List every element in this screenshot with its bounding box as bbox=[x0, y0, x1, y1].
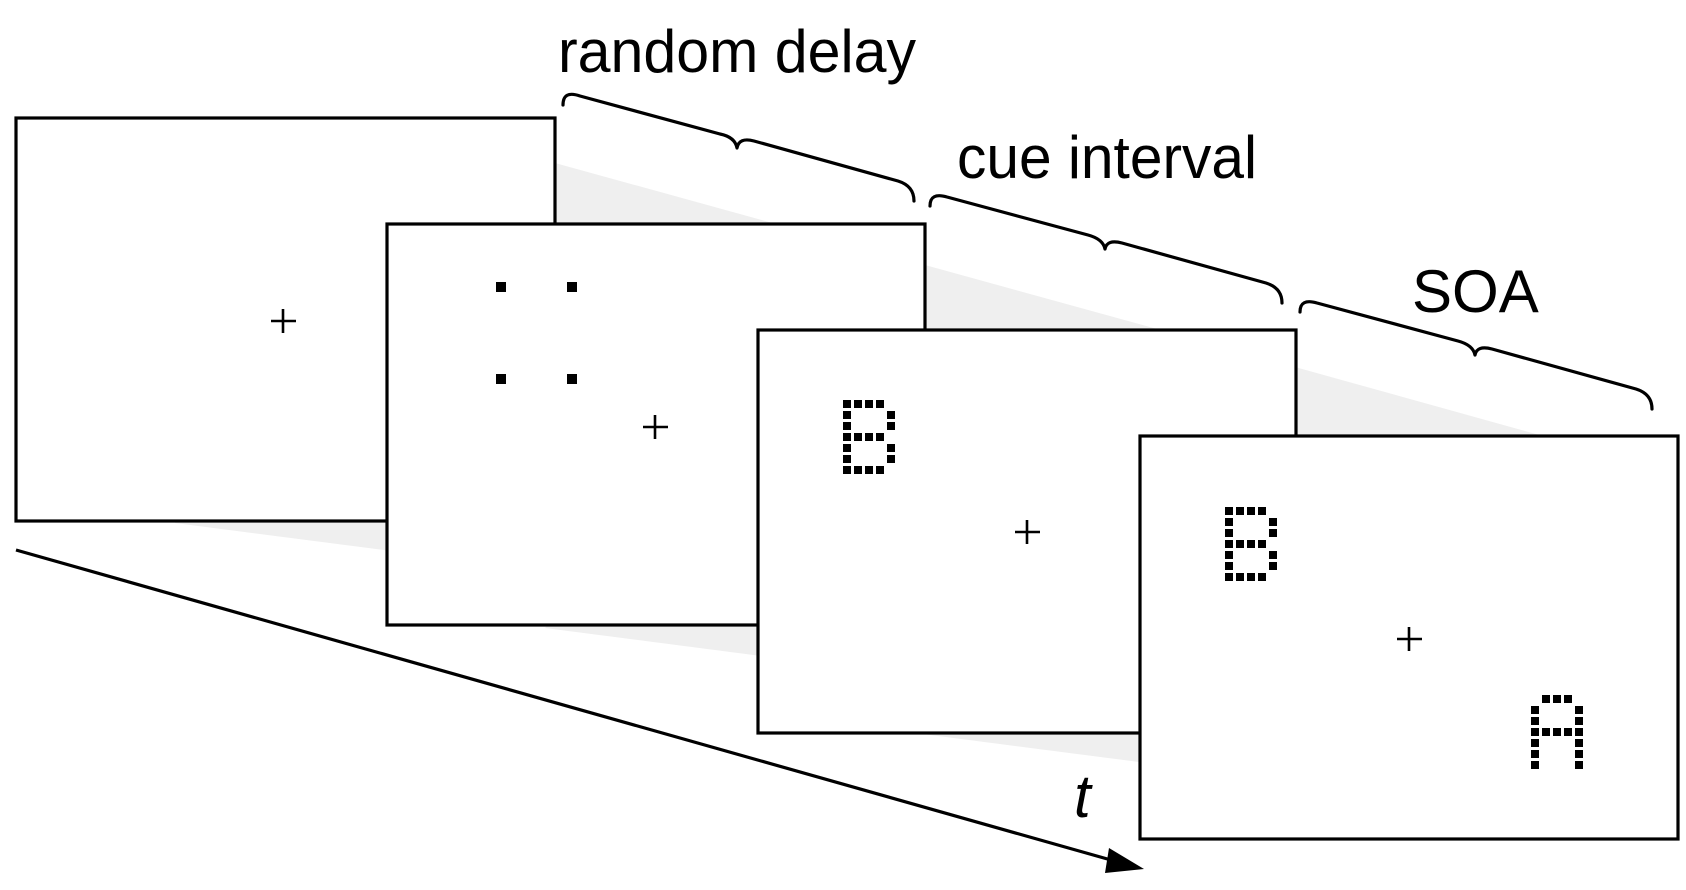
fixation-cross bbox=[1397, 627, 1422, 651]
letter-pixel bbox=[1225, 518, 1233, 526]
letter-b-second bbox=[1225, 507, 1277, 581]
letter-pixel bbox=[1531, 750, 1539, 758]
letter-pixel bbox=[1564, 695, 1572, 703]
soa-label: SOA bbox=[1412, 258, 1539, 325]
letter-pixel bbox=[1269, 562, 1277, 570]
letter-pixel bbox=[887, 455, 895, 463]
letter-pixel bbox=[876, 433, 884, 441]
letter-pixel bbox=[1225, 551, 1233, 559]
cue-interval-label: cue interval bbox=[957, 124, 1257, 191]
letter-pixel bbox=[1575, 728, 1583, 736]
letter-pixel bbox=[1236, 573, 1244, 581]
soa-brace bbox=[1298, 300, 1654, 411]
letter-pixel bbox=[887, 444, 895, 452]
letter-pixel bbox=[1236, 507, 1244, 515]
random-delay-brace bbox=[561, 92, 916, 203]
letter-pixel bbox=[843, 433, 851, 441]
letter-pixel bbox=[1225, 540, 1233, 548]
letter-pixel bbox=[887, 422, 895, 430]
fixation-cross bbox=[643, 415, 668, 439]
letter-pixel bbox=[843, 400, 851, 408]
cue-interval-brace bbox=[928, 194, 1284, 305]
letter-pixel bbox=[1269, 529, 1277, 537]
letter-pixel bbox=[1225, 507, 1233, 515]
fixation-cross bbox=[271, 309, 296, 333]
fixation-cross bbox=[1015, 520, 1040, 544]
letter-pixel bbox=[1542, 728, 1550, 736]
letter-pixel bbox=[1269, 551, 1277, 559]
letter-pixel bbox=[1531, 739, 1539, 747]
letter-pixel bbox=[1236, 540, 1244, 548]
letter-pixel bbox=[843, 444, 851, 452]
letter-pixel bbox=[1225, 529, 1233, 537]
letter-pixel bbox=[854, 433, 862, 441]
letter-pixel bbox=[887, 411, 895, 419]
letter-pixel bbox=[1247, 507, 1255, 515]
letter-pixel bbox=[865, 466, 873, 474]
letter-pixel bbox=[1575, 739, 1583, 747]
letter-pixel bbox=[1531, 728, 1539, 736]
cue-dots bbox=[496, 282, 577, 384]
letter-pixel bbox=[843, 466, 851, 474]
letter-pixel bbox=[1531, 761, 1539, 769]
letter-pixel bbox=[1553, 695, 1561, 703]
letter-pixel bbox=[1575, 750, 1583, 758]
random-delay-label: random delay bbox=[558, 18, 916, 85]
letter-pixel bbox=[1575, 761, 1583, 769]
letter-pixel bbox=[1247, 540, 1255, 548]
letter-pixel bbox=[1258, 573, 1266, 581]
letter-pixel bbox=[843, 455, 851, 463]
letter-pixel bbox=[1531, 706, 1539, 714]
letter-pixel bbox=[1575, 717, 1583, 725]
letter-pixel bbox=[1531, 717, 1539, 725]
letter-pixel bbox=[1269, 518, 1277, 526]
time-axis-arrowhead bbox=[1105, 848, 1144, 873]
letter-pixel bbox=[1225, 573, 1233, 581]
letter-pixel bbox=[1553, 728, 1561, 736]
letter-pixel bbox=[1542, 695, 1550, 703]
letter-pixel bbox=[876, 466, 884, 474]
time-axis-line bbox=[15, 548, 1119, 864]
letter-pixel bbox=[843, 422, 851, 430]
letter-pixel bbox=[854, 400, 862, 408]
letter-pixel bbox=[1225, 562, 1233, 570]
letter-pixel bbox=[1247, 573, 1255, 581]
letter-pixel bbox=[1564, 728, 1572, 736]
letter-pixel bbox=[843, 411, 851, 419]
letter-pixel bbox=[865, 400, 873, 408]
letter-pixel bbox=[1258, 507, 1266, 515]
letter-pixel bbox=[876, 400, 884, 408]
letter-b-first bbox=[843, 400, 895, 474]
letter-pixel bbox=[1575, 706, 1583, 714]
letter-pixel bbox=[865, 433, 873, 441]
letter-pixel bbox=[854, 466, 862, 474]
letter-a bbox=[1531, 695, 1583, 769]
time-axis-label: t bbox=[1074, 763, 1093, 830]
letter-pixel bbox=[1258, 540, 1266, 548]
